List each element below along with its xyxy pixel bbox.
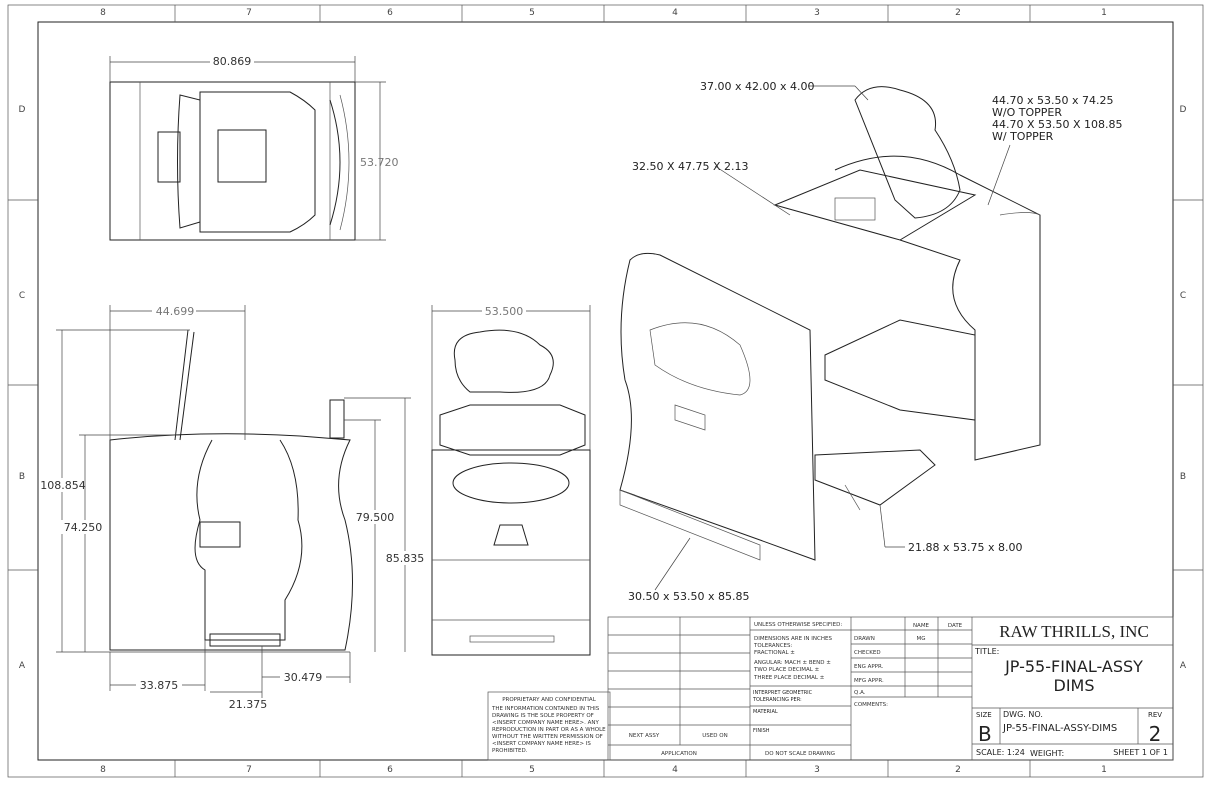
do-not-scale-label: DO NOT SCALE DRAWING bbox=[765, 751, 835, 757]
tolerance-line: TOLERANCES: bbox=[753, 643, 793, 649]
dwg-no-label: DWG. NO. bbox=[1003, 710, 1043, 719]
proprietary-line: REPRODUCTION IN PART OR AS A WHOLE bbox=[492, 727, 606, 733]
next-assy-label: NEXT ASSY bbox=[629, 733, 660, 739]
sheet-number: SHEET 1 OF 1 bbox=[1113, 748, 1168, 757]
zone-col: 1 bbox=[1101, 765, 1107, 775]
zone-row: A bbox=[1180, 661, 1187, 671]
zone-col: 8 bbox=[100, 8, 106, 18]
interpret-label: INTERPRET GEOMETRIC bbox=[753, 690, 813, 696]
front-view: 53.500 bbox=[431, 304, 591, 656]
proprietary-line: WITHOUT THE WRITTEN PERMISSION OF bbox=[492, 734, 603, 740]
title-label: TITLE: bbox=[974, 647, 999, 656]
dim-side-depth: 44.699 bbox=[156, 305, 195, 318]
drawing-title-line1: JP-55-FINAL-ASSY bbox=[1004, 657, 1143, 676]
zone-col: 2 bbox=[955, 765, 961, 775]
scale-value: SCALE: 1:24 bbox=[976, 748, 1025, 757]
dim-30-479: 30.479 bbox=[284, 671, 323, 684]
weight-label: WEIGHT: bbox=[1030, 749, 1064, 758]
callout-cabinet-1: 44.70 x 53.50 x 74.25 bbox=[992, 94, 1113, 107]
dim-front-width: 53.500 bbox=[485, 305, 524, 318]
size-value: B bbox=[978, 722, 992, 746]
dim-top-width: 80.869 bbox=[213, 55, 252, 68]
zone-row: B bbox=[1180, 472, 1186, 482]
zone-col: 4 bbox=[672, 8, 678, 18]
zone-col: 7 bbox=[246, 8, 252, 18]
interpret-label: TOLERANCING PER: bbox=[752, 697, 802, 703]
zone-col: 3 bbox=[814, 8, 820, 18]
dim-33-875: 33.875 bbox=[140, 679, 179, 692]
proprietary-heading: PROPRIETARY AND CONFIDENTIAL bbox=[502, 697, 596, 703]
tolerance-line: FRACTIONAL ± bbox=[754, 650, 795, 656]
zone-col: 2 bbox=[955, 8, 961, 18]
zone-row: B bbox=[19, 472, 25, 482]
zone-col: 6 bbox=[387, 8, 393, 18]
proprietary-line: <INSERT COMPANY NAME HERE>. ANY bbox=[492, 720, 599, 726]
size-label: SIZE bbox=[976, 711, 992, 719]
proprietary-line: <INSERT COMPANY NAME HERE> IS bbox=[492, 741, 591, 747]
dim-79-500: 79.500 bbox=[356, 511, 395, 524]
material-label: MATERIAL bbox=[753, 709, 778, 715]
mfg-appr-label: MFG APPR. bbox=[854, 678, 884, 684]
unless-specified: UNLESS OTHERWISE SPECIFIED: bbox=[754, 622, 842, 628]
company-name: RAW THRILLS, INC bbox=[999, 622, 1149, 641]
drawn-name: MG bbox=[916, 636, 925, 642]
outer-border bbox=[7, 4, 1204, 778]
rev-value: 2 bbox=[1149, 722, 1162, 746]
callout-front: 30.50 x 53.50 x 85.85 bbox=[628, 590, 749, 603]
proprietary-line: THE INFORMATION CONTAINED IN THIS bbox=[491, 706, 600, 712]
checked-label: CHECKED bbox=[854, 650, 881, 656]
finish-label: FINISH bbox=[753, 728, 770, 734]
zone-row: C bbox=[1180, 291, 1186, 301]
tolerance-line: DIMENSIONS ARE IN INCHES bbox=[754, 636, 832, 642]
dwg-no-value: JP-55-FINAL-ASSY-DIMS bbox=[1002, 723, 1117, 734]
top-view: 80.869 53.720 bbox=[109, 54, 399, 241]
dim-top-depth: 53.720 bbox=[360, 156, 399, 169]
callout-marquee: 32.50 X 47.75 X 2.13 bbox=[632, 160, 749, 173]
comments-label: COMMENTS: bbox=[854, 702, 888, 708]
zone-col: 8 bbox=[100, 765, 106, 775]
callout-topper: 37.00 x 42.00 x 4.00 bbox=[700, 80, 814, 93]
proprietary-notice: PROPRIETARY AND CONFIDENTIAL THE INFORMA… bbox=[487, 691, 611, 761]
zone-row: D bbox=[1180, 105, 1187, 115]
dim-21-375: 21.375 bbox=[229, 698, 268, 711]
zone-col: 4 bbox=[672, 765, 678, 775]
zone-labels: 8 7 6 5 4 3 2 1 8 7 6 5 4 3 2 1 D C B A … bbox=[19, 8, 1187, 775]
date-header: DATE bbox=[948, 623, 963, 629]
eng-appr-label: ENG APPR. bbox=[854, 664, 884, 670]
zone-col: 7 bbox=[246, 765, 252, 775]
callout-cabinet-3: 44.70 X 53.50 X 108.85 bbox=[992, 118, 1123, 131]
tolerance-line: THREE PLACE DECIMAL ± bbox=[753, 675, 825, 681]
drawn-label: DRAWN bbox=[854, 636, 875, 642]
zone-col: 3 bbox=[814, 765, 820, 775]
proprietary-line: DRAWING IS THE SOLE PROPERTY OF bbox=[492, 713, 594, 719]
drawing-title-line2: DIMS bbox=[1054, 676, 1095, 695]
zone-row: A bbox=[19, 661, 26, 671]
zone-row: D bbox=[19, 105, 26, 115]
zone-col: 6 bbox=[387, 765, 393, 775]
callout-cabinet-2: W/O TOPPER bbox=[992, 106, 1062, 119]
application-label: APPLICATION bbox=[661, 751, 697, 757]
proprietary-line: PROHIBITED. bbox=[492, 748, 528, 754]
tolerance-line: TWO PLACE DECIMAL ± bbox=[753, 667, 820, 673]
rev-label: REV bbox=[1148, 711, 1162, 719]
tolerance-line: ANGULAR: MACH ± BEND ± bbox=[754, 660, 831, 666]
dim-seat-height: 74.250 bbox=[64, 521, 103, 534]
zone-col: 5 bbox=[529, 765, 535, 775]
side-view: 44.699 108.854 74.250 79.500 85.835 33.8… bbox=[40, 304, 428, 711]
qa-label: Q.A. bbox=[854, 690, 866, 696]
callout-drawer: 21.88 x 53.75 x 8.00 bbox=[908, 541, 1022, 554]
dim-overall-height: 108.854 bbox=[40, 479, 86, 492]
zone-col: 5 bbox=[529, 8, 535, 18]
title-block: UNLESS OTHERWISE SPECIFIED: DIMENSIONS A… bbox=[607, 616, 1174, 761]
dim-85-835: 85.835 bbox=[386, 552, 425, 565]
callout-cabinet-4: W/ TOPPER bbox=[992, 130, 1054, 143]
used-on-label: USED ON bbox=[702, 733, 727, 739]
zone-row: C bbox=[19, 291, 25, 301]
isometric-view: 37.00 x 42.00 x 4.00 44.70 x 53.50 x 74.… bbox=[619, 80, 1123, 603]
name-header: NAME bbox=[913, 623, 930, 629]
zone-col: 1 bbox=[1101, 8, 1107, 18]
